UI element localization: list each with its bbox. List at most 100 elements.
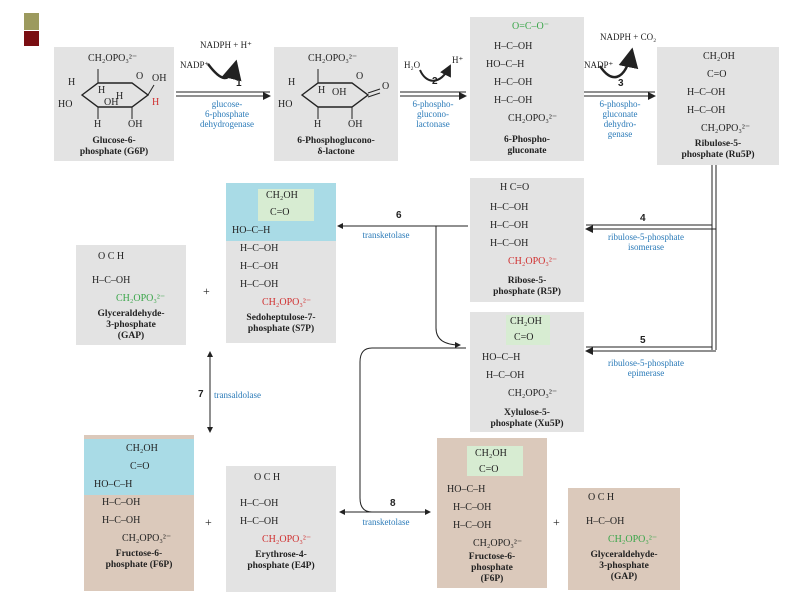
f6p-right-green-highlight: [467, 446, 523, 476]
f6p-left-blue-highlight: [84, 439, 194, 495]
lactone-name: 6-Phosphoglucono- δ-lactone: [297, 136, 375, 157]
gap1-name: Glyceraldehyde- 3-phosphate (GAP): [97, 309, 165, 341]
gap1-line-1: O C H: [98, 251, 125, 262]
g6p-atom-ch2: CH₂OPO₃²⁻: [88, 53, 138, 64]
g6p-atom-o: O: [136, 71, 144, 82]
step6-enzyme: transketolase: [362, 230, 410, 240]
lactone-atom-h1: H: [288, 77, 296, 88]
gluconate-line-2: H–C–OH: [494, 41, 533, 52]
gluconate-name: 6-Phospho- gluconate: [504, 135, 550, 156]
lactone-atom-oh2: OH: [348, 119, 363, 130]
s7p-line-3: HO–C–H: [232, 225, 271, 236]
s7p-line-6: H–C–OH: [240, 279, 279, 290]
r5p-line-4: H–C–OH: [490, 238, 529, 249]
f6p-right-line-4: H–C–OH: [453, 502, 492, 513]
gap2-name: Glyceraldehyde- 3-phosphate (GAP): [590, 550, 658, 582]
xu5p-line-3: HO–C–H: [482, 352, 521, 363]
s7p-name: Sedoheptulose-7- phosphate (S7P): [246, 313, 316, 334]
e4p-line-1: O C H: [254, 472, 281, 483]
molecule-gluconate: O=C–O⁻ H–C–OH HO–C–H H–C–OH H–C–OH CH₂OP…: [470, 17, 584, 161]
xu5p-line-1: CH₂OH: [510, 316, 542, 327]
slide-bullet-bottom: [24, 31, 39, 46]
ru5p-line-1: CH₂OH: [703, 51, 735, 62]
lactone-ring: [300, 69, 381, 119]
f6p-left-line-6: CH₂OPO₃²⁻: [122, 533, 172, 544]
xu5p-line-2: C=O: [514, 332, 534, 343]
plus-sign-2: +: [205, 515, 212, 529]
arrow-step-1: [176, 59, 271, 100]
f6p-left-line-4: H–C–OH: [102, 497, 141, 508]
step1-cofactor-out: NADPH + H⁺: [200, 40, 252, 50]
gap2-line-3: CH₂OPO₃²⁻: [608, 534, 658, 545]
step3-cofactor-out: NADPH + CO₂: [600, 32, 657, 42]
step1-enzyme: glucose- 6-phosphate dehydrogenase: [200, 99, 254, 129]
f6p-right-line-6: CH₂OPO₃²⁻: [473, 538, 523, 549]
g6p-atom-oh3: OH: [128, 119, 143, 130]
ru5p-line-2: C=O: [707, 69, 727, 80]
g6p-ring: [80, 69, 155, 119]
step4-enzyme: ribulose-5-phosphate isomerase: [608, 232, 684, 252]
g6p-atom-ho: HO: [58, 99, 73, 110]
f6p-right-line-2: C=O: [479, 464, 499, 475]
step8-enzyme: transketolase: [362, 517, 410, 527]
g6p-atom-h1: H: [68, 77, 76, 88]
molecule-e4p: O C H H–C–OH H–C–OH CH₂OPO₃²⁻ Erythrose-…: [226, 466, 336, 592]
step8-number: 8: [390, 498, 396, 509]
step3-number: 3: [618, 78, 624, 89]
e4p-line-3: H–C–OH: [240, 516, 279, 527]
lactone-atom-ch2: CH₂OPO₃²⁻: [308, 53, 358, 64]
f6p-left-name: Fructose-6- phosphate (F6P): [105, 549, 173, 570]
ru5p-line-3: H–C–OH: [687, 87, 726, 98]
xu5p-line-5: CH₂OPO₃²⁻: [508, 388, 558, 399]
r5p-line-5: CH₂OPO₃²⁻: [508, 256, 558, 267]
f6p-right-line-5: H–C–OH: [453, 520, 492, 531]
f6p-left-line-2: C=O: [130, 461, 150, 472]
f6p-left-line-5: H–C–OH: [102, 515, 141, 526]
g6p-atom-oh1: OH: [152, 73, 167, 84]
lactone-atom-o-carbonyl: O: [382, 81, 390, 92]
step1-cofactor-in: NADP⁺: [180, 60, 210, 70]
ru5p-line-4: H–C–OH: [687, 105, 726, 116]
s7p-green-highlight: [258, 189, 314, 221]
g6p-atom-oh2: OH: [104, 97, 119, 108]
step3-enzyme: 6-phospho- gluconate dehydro- genase: [599, 99, 641, 139]
molecule-f6p-left: CH₂OH C=O HO–C–H H–C–OH H–C–OH CH₂OPO₃²⁻…: [84, 435, 194, 591]
gluconate-line-6: CH₂OPO₃²⁻: [508, 113, 558, 124]
f6p-left-line-3: HO–C–H: [94, 479, 133, 490]
step2-number: 2: [432, 76, 438, 87]
g6p-atom-h2: H: [98, 85, 106, 96]
step3-cofactor-in: NADP⁺: [584, 60, 614, 70]
ru5p-line-5: CH₂OPO₃²⁻: [701, 123, 751, 134]
gap2-line-1: O C H: [588, 492, 615, 503]
arrow-step-3: [583, 47, 656, 100]
gluconate-line-4: H–C–OH: [494, 77, 533, 88]
s7p-line-4: H–C–OH: [240, 243, 279, 254]
molecule-g6p: CH₂OPO₃²⁻ O H H OH H OH HO H OH H Glucos…: [54, 47, 174, 161]
ru5p-name: Ribulose-5- phosphate (Ru5P): [681, 139, 755, 160]
step1-number: 1: [236, 78, 242, 89]
gap1-line-3: CH₂OPO₃²⁻: [116, 293, 166, 304]
step2-cofactor-out: H⁺: [452, 55, 464, 65]
step5-enzyme: ribulose-5-phosphate epimerase: [608, 358, 684, 378]
g6p-atom-h-red: H: [152, 97, 160, 108]
s7p-line-7: CH₂OPO₃²⁻: [262, 297, 312, 308]
step4-number: 4: [640, 213, 646, 224]
r5p-line-1: H C=O: [500, 182, 530, 193]
s7p-line-2: C=O: [270, 207, 290, 218]
plus-sign-1: +: [203, 284, 210, 298]
xu5p-name: Xylulose-5- phosphate (Xu5P): [490, 408, 564, 429]
lactone-atom-h3: H: [314, 119, 322, 130]
gap2-line-2: H–C–OH: [586, 516, 625, 527]
f6p-right-name: Fructose-6- phosphate (F6P): [468, 552, 516, 584]
e4p-name: Erythrose-4- phosphate (E4P): [247, 550, 315, 571]
e4p-line-2: H–C–OH: [240, 498, 279, 509]
plus-sign-3: +: [553, 515, 560, 529]
g6p-name: Glucose-6- phosphate (G6P): [79, 136, 149, 157]
molecule-gap-2: O C H H–C–OH CH₂OPO₃²⁻ Glyceraldehyde- 3…: [568, 488, 680, 590]
f6p-right-line-3: HO–C–H: [447, 484, 486, 495]
gluconate-line-3: HO–C–H: [486, 59, 525, 70]
gap1-line-2: H–C–OH: [92, 275, 131, 286]
lactone-atom-oh1: OH: [332, 87, 347, 98]
r5p-name: Ribose-5- phosphate (R5P): [493, 276, 561, 297]
